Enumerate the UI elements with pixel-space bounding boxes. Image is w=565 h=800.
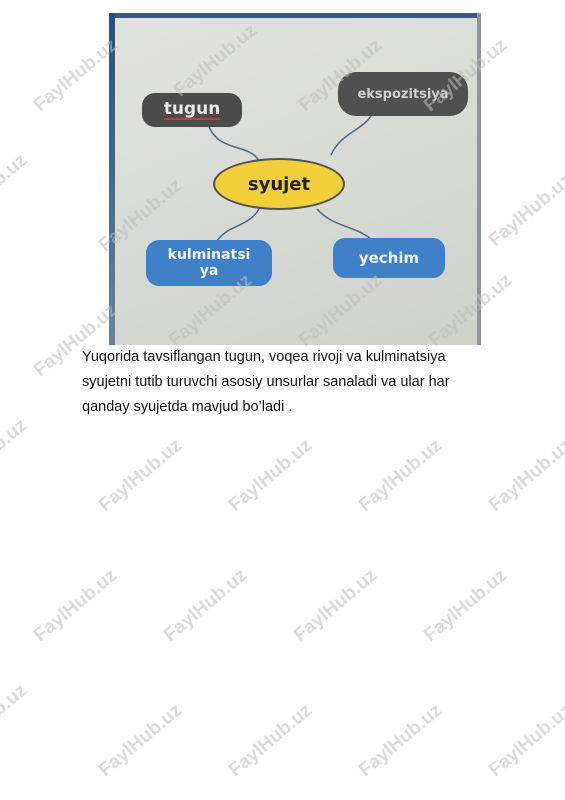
photo-edge-left — [109, 13, 115, 345]
node-yechim-label: yechim — [358, 249, 420, 267]
watermark: FaylHub.uz — [30, 564, 122, 647]
paragraph-line-1: Yuqorida tavsiflangan tugun, voqea rivoj… — [82, 349, 446, 365]
node-tugun: tugun — [142, 93, 242, 127]
watermark: FaylHub.uz — [420, 564, 512, 647]
watermark: FaylHub.uz — [0, 679, 32, 762]
node-tugun-label: tugun — [163, 99, 221, 120]
watermark: FaylHub.uz — [485, 169, 565, 252]
photo-edge-top — [109, 13, 481, 18]
watermark: FaylHub.uz — [160, 564, 252, 647]
node-syujet: syujet — [213, 158, 345, 210]
node-kulminatsiya-label-2: ya — [199, 263, 219, 279]
node-kulminatsiya: kulminatsi ya — [146, 240, 272, 286]
watermark: FaylHub.uz — [95, 699, 187, 782]
node-yechim: yechim — [333, 238, 445, 278]
paragraph-line-3: qanday syujetda mavjud bo’ladi . — [82, 399, 293, 415]
connector-kulminatsiya — [216, 208, 260, 242]
connector-tugun — [208, 126, 260, 162]
watermark: FaylHub.uz — [225, 699, 317, 782]
watermark: FaylHub.uz — [0, 149, 32, 232]
watermark: FaylHub.uz — [355, 699, 447, 782]
watermark: FaylHub.uz — [355, 434, 447, 517]
watermark: FaylHub.uz — [225, 434, 317, 517]
connector-yechim — [316, 208, 372, 240]
watermark: FaylHub.uz — [485, 434, 565, 517]
connector-lines — [208, 115, 372, 242]
paragraph-line-2: syujetni tutib turuvchi asosiy unsurlar … — [82, 374, 450, 390]
node-kulminatsiya-label-1: kulminatsi — [167, 247, 251, 263]
watermark: FaylHub.uz — [0, 414, 32, 497]
node-syujet-label: syujet — [247, 173, 311, 195]
connector-ekspozitsiya — [330, 115, 372, 156]
node-ekspozitsiya-label: ekspozitsiya — [357, 86, 449, 102]
node-ekspozitsiya: ekspozitsiya — [338, 72, 468, 116]
watermark: FaylHub.uz — [485, 699, 565, 782]
photo-edge-right — [477, 13, 481, 345]
watermark: FaylHub.uz — [30, 34, 122, 117]
body-paragraph: Yuqorida tavsiflangan tugun, voqea rivoj… — [82, 345, 502, 420]
diagram-photo: tugun ekspozitsiya syujet kulminatsi ya … — [109, 13, 481, 345]
watermark: FaylHub.uz — [95, 434, 187, 517]
watermark: FaylHub.uz — [290, 564, 382, 647]
